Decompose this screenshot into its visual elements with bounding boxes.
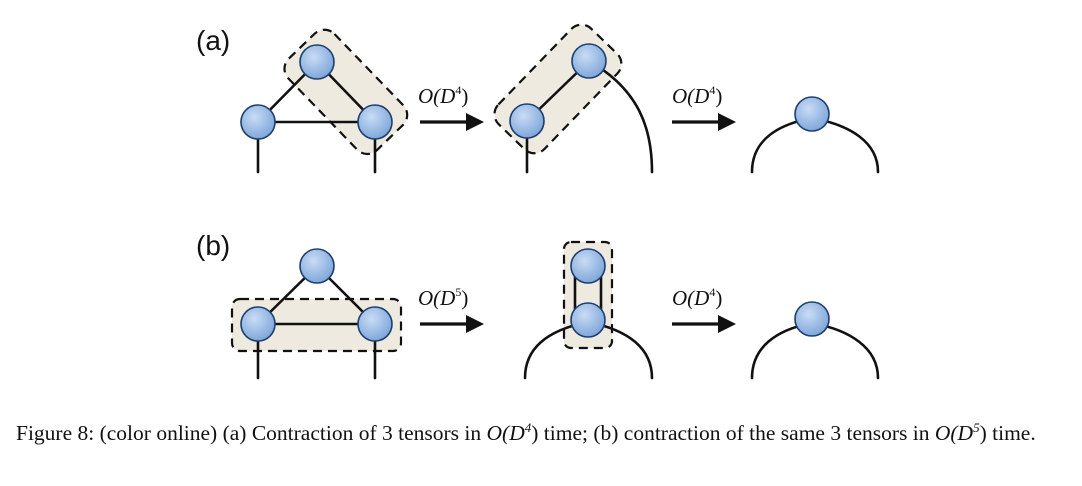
panel-a-network-intermediate (493, 23, 654, 174)
tensor-node (570, 302, 606, 338)
tensor-contraction-figure: (a) O(D4) O(D4) (196, 23, 880, 380)
tensor-node (357, 104, 393, 140)
tensor-node (299, 44, 335, 80)
panel-a-label: (a) (196, 25, 230, 56)
caption-middle: time; (b) contraction of the same 3 tens… (538, 421, 935, 445)
tensor-node (240, 306, 276, 342)
arrow-right-icon (672, 113, 736, 131)
arrow-right-icon (420, 315, 484, 333)
tensor-node (509, 103, 545, 139)
panel-b-label: (b) (196, 230, 230, 261)
contraction-cost-label: O(D4) (672, 285, 722, 310)
caption-tail: time. (986, 421, 1036, 445)
panel-a-network-result (750, 96, 880, 174)
panel-b-network-initial (230, 248, 403, 380)
arrow-right-icon (672, 315, 736, 333)
tensor-node (240, 104, 276, 140)
contraction-cost-label: O(D5) (418, 285, 468, 310)
panel-a-network-initial (240, 28, 409, 174)
caption-cost-a: O(D4) (486, 419, 539, 445)
caption-cost-b: O(D5) (934, 419, 987, 445)
open-leg (587, 59, 654, 174)
tensor-node (570, 248, 606, 284)
tensor-node (357, 306, 393, 342)
panel-b-network-intermediate (523, 240, 654, 380)
caption-lead: Figure 8: (color online) (a) Contraction… (16, 421, 487, 445)
tensor-node (794, 301, 830, 337)
tensor-node (299, 248, 335, 284)
arrow-right-icon (420, 113, 484, 131)
tensor-node (571, 43, 607, 79)
contraction-cost-label: O(D4) (672, 83, 722, 108)
contraction-cost-label: O(D4) (418, 83, 468, 108)
panel-b-network-result (750, 301, 880, 380)
contraction-group-highlight (493, 23, 623, 155)
figure-caption: Figure 8: (color online) (a) Contraction… (16, 419, 1068, 448)
tensor-node (794, 96, 830, 132)
